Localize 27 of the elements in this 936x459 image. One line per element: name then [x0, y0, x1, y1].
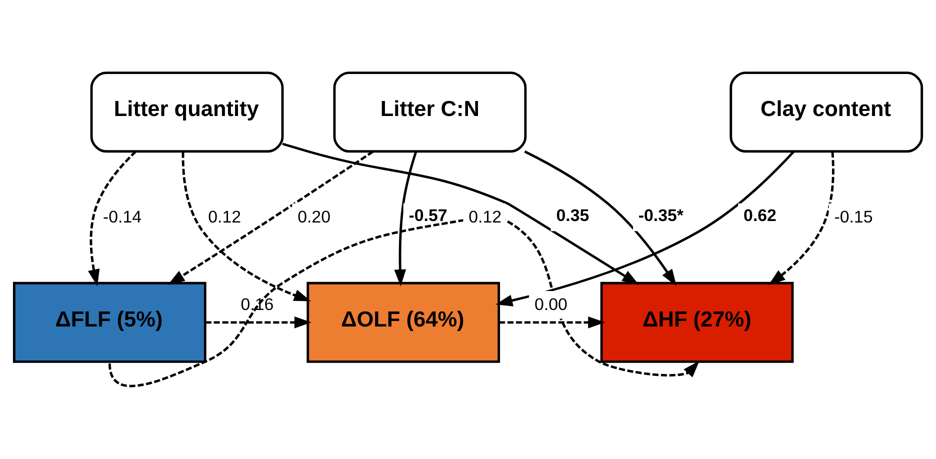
node-box: ΔOLF (64%) — [306, 282, 500, 363]
node-box: ΔHF (27%) — [600, 282, 794, 363]
edge-label: 0.62 — [744, 206, 776, 226]
edge-label: 0.00 — [534, 294, 568, 314]
edge-label: 0.35 — [556, 206, 590, 226]
edge-label: -0.35* — [638, 206, 684, 226]
node-box: ΔFLF (5%) — [12, 282, 206, 363]
arrow — [768, 152, 834, 286]
arrow — [282, 142, 640, 285]
node-box: Litter C:N — [333, 72, 527, 153]
edge-label: -0.14 — [103, 207, 142, 226]
arrow — [496, 150, 795, 306]
arrow — [499, 316, 606, 328]
arrow — [205, 316, 312, 328]
edge-label: 0.16 — [240, 294, 274, 314]
edge-label: 0.12 — [208, 207, 242, 226]
arrow — [394, 151, 418, 286]
arrow — [168, 150, 374, 285]
node-box: Litter quantity — [90, 72, 284, 153]
node-box: Clay content — [730, 72, 924, 153]
edge-label: 0.20 — [298, 207, 330, 226]
arrow — [182, 152, 311, 302]
edge-label: -0.15 — [834, 207, 873, 226]
arrow — [88, 150, 137, 286]
edge-label: -0.57 — [408, 206, 448, 226]
arrow — [524, 150, 677, 286]
edge-label: 0.12 — [468, 207, 502, 226]
